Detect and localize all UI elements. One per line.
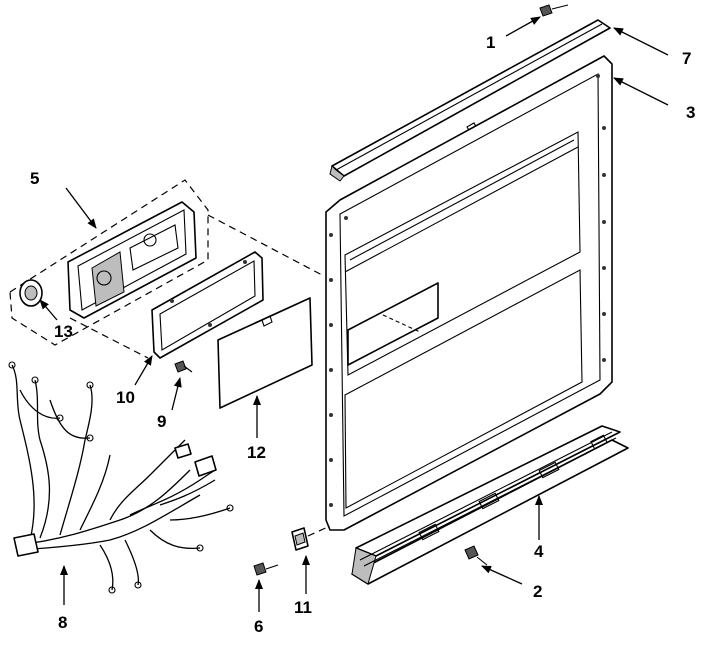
callout-8: 8	[58, 613, 67, 632]
inner-door-panel	[325, 55, 613, 531]
bottom-rail	[351, 425, 629, 585]
callout-1: 1	[486, 33, 495, 52]
callout-labels: 1 7 3 5 13 10 9 12 4 2 8 6 11	[30, 33, 695, 636]
screw-1	[539, 4, 569, 17]
screw-9	[174, 360, 193, 373]
control-housing	[9, 179, 323, 359]
knob	[19, 279, 43, 307]
callout-12: 12	[247, 443, 266, 462]
callout-3: 3	[686, 103, 695, 122]
screw-2	[464, 545, 488, 566]
bracket-10	[151, 251, 264, 359]
callout-9: 9	[157, 412, 166, 431]
wire-harness	[8, 361, 234, 594]
callout-2: 2	[533, 582, 542, 601]
callout-13: 13	[54, 322, 73, 341]
callout-4: 4	[534, 542, 544, 561]
cover-plate	[217, 297, 313, 409]
callout-10: 10	[116, 388, 135, 407]
clip-11	[291, 525, 331, 551]
callout-6: 6	[254, 617, 263, 636]
callout-5: 5	[30, 169, 39, 188]
leader-lines	[39, 16, 669, 612]
callout-7: 7	[682, 49, 691, 68]
callout-11: 11	[294, 598, 312, 617]
screw-6	[253, 562, 279, 576]
